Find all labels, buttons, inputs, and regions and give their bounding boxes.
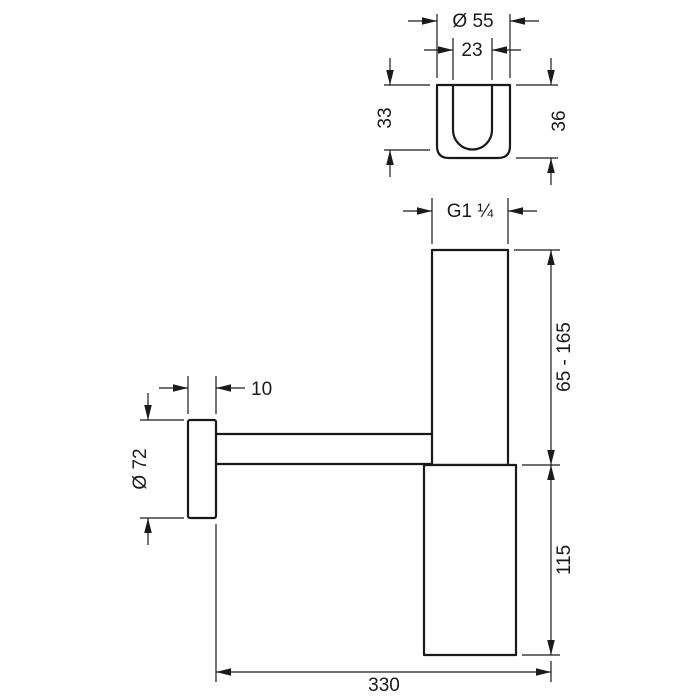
dim-flange-thickness: 10 xyxy=(159,376,272,414)
dim-body-height: 115 xyxy=(522,465,575,656)
dim-label-height-right: 36 xyxy=(549,110,570,131)
dim-label-flange-thickness: 10 xyxy=(251,379,272,400)
bracket-u-slot xyxy=(451,85,494,151)
bracket-view xyxy=(435,83,512,160)
dim-overall-depth: 330 xyxy=(215,524,552,696)
wall-flange xyxy=(186,418,218,520)
dim-bracket-outer-diameter: Ø 55 xyxy=(408,11,539,78)
dim-label-thread: G1 ¼ xyxy=(447,201,495,222)
dim-label-outer-diameter: Ø 55 xyxy=(452,11,493,32)
trap-body xyxy=(422,463,518,657)
dim-label-body-height: 115 xyxy=(554,545,575,575)
dim-label-overall-depth: 330 xyxy=(368,675,400,696)
inlet-pipe xyxy=(430,248,510,467)
dim-flange-diameter: Ø 72 xyxy=(130,393,184,545)
dim-thread: G1 ¼ xyxy=(403,198,537,244)
dim-label-slot-width: 23 xyxy=(461,40,482,61)
dim-label-inlet-height-range: 65 - 165 xyxy=(554,322,575,392)
dim-bracket-height-left: 33 xyxy=(375,58,430,177)
dim-label-height-left: 33 xyxy=(375,107,396,128)
bracket-outline xyxy=(435,83,512,160)
dim-bracket-height-right: 36 xyxy=(516,58,570,185)
trap-view xyxy=(186,248,518,657)
dim-label-flange-diameter: Ø 72 xyxy=(130,448,151,489)
dim-inlet-height-range: 65 - 165 xyxy=(514,249,575,466)
dim-bracket-slot-width: 23 xyxy=(424,38,521,80)
